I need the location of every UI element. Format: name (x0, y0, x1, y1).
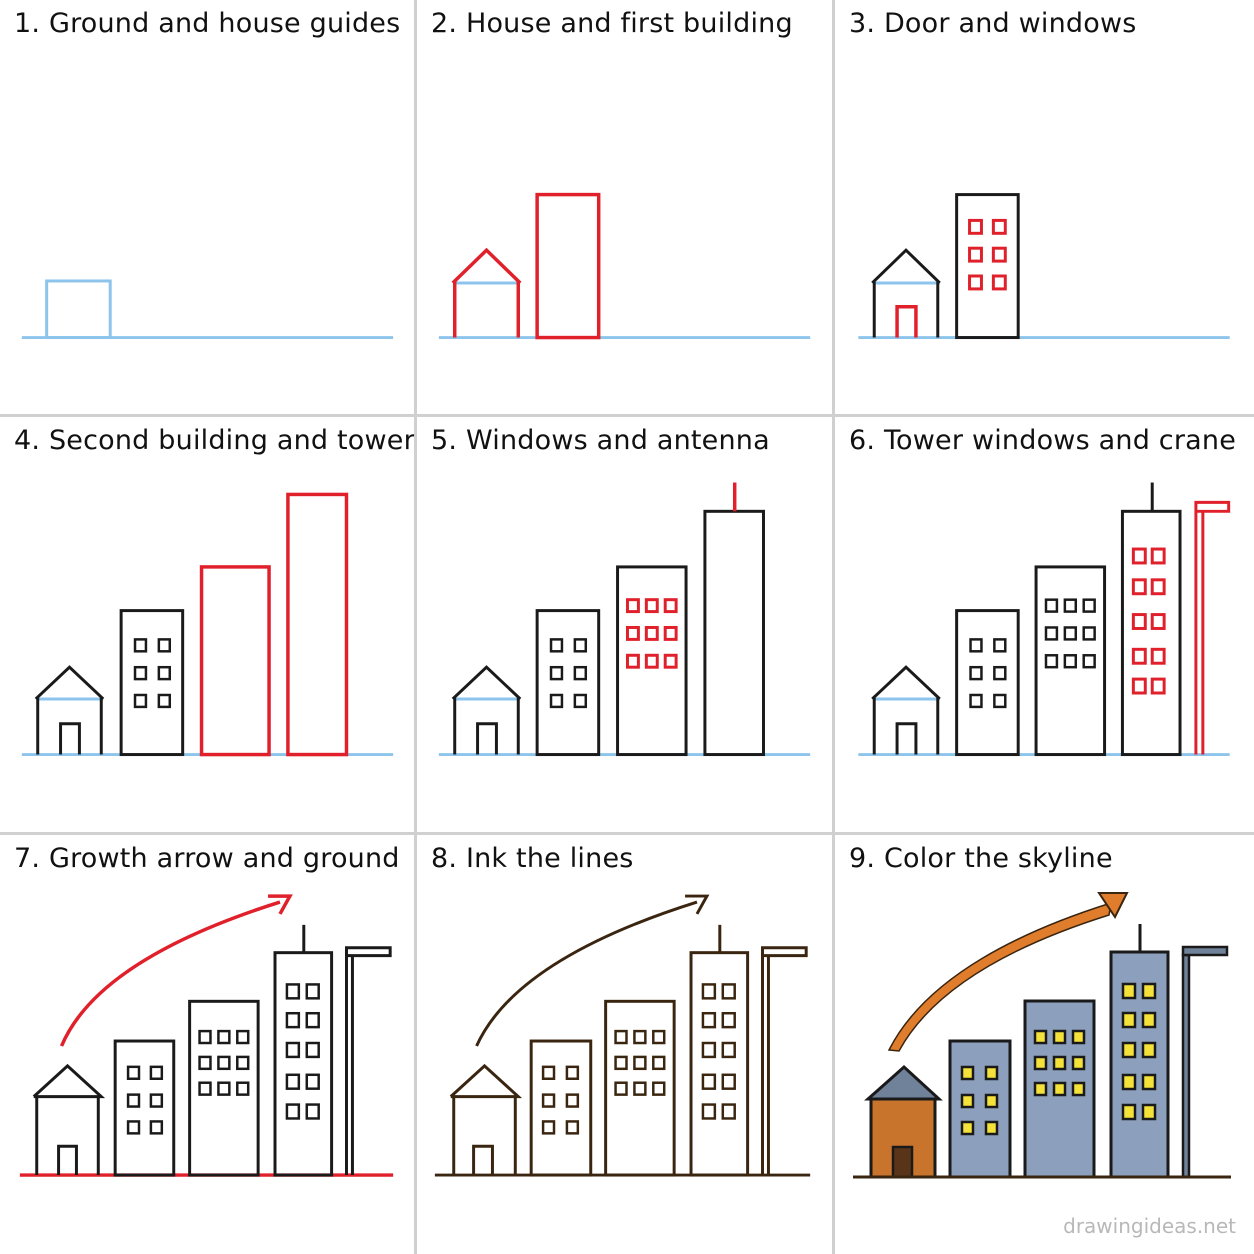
step-panel-9: 9. Color the skyline (835, 835, 1254, 1254)
second-building (616, 565, 688, 757)
house-door (895, 722, 918, 755)
step-title: 8. Ink the lines (431, 843, 634, 874)
step-panel-6: 6. Tower windows and crane (835, 417, 1254, 835)
second-building-windows (1033, 1029, 1086, 1097)
tower-windows (701, 983, 736, 1120)
tower-windows (1121, 982, 1157, 1121)
step-title: 3. Door and windows (849, 8, 1137, 39)
step-6-drawing (858, 482, 1231, 757)
arrow-head (268, 894, 293, 915)
step-9-drawing (853, 892, 1231, 1179)
step-panel-3: 3. Door and windows (835, 0, 1254, 417)
step-3-drawing (858, 193, 1230, 340)
first-building (119, 609, 185, 757)
house-door (472, 1144, 494, 1176)
house-door (59, 722, 81, 755)
tower (689, 951, 750, 1177)
step-4-drawing (21, 492, 394, 757)
step-panel-8: 8. Ink the lines (417, 835, 835, 1254)
second-building (604, 999, 676, 1177)
house-roof (864, 1064, 943, 1101)
step-panel-5: 5. Windows and antenna (417, 417, 835, 835)
building-windows (969, 638, 1007, 709)
step-title: 7. Growth arrow and ground (14, 843, 400, 874)
crane (761, 946, 808, 1176)
step-2-drawing (438, 192, 811, 340)
house-outline (449, 1063, 523, 1176)
crane-arm (1181, 945, 1229, 957)
tower (273, 951, 334, 1177)
step-panel-4: 4. Second building and tower (0, 417, 417, 835)
house-door (891, 1145, 914, 1179)
building-windows (960, 1065, 999, 1136)
first-building (529, 1039, 593, 1177)
step-7-drawing (19, 894, 394, 1177)
second-building-windows (625, 598, 678, 669)
house-outline (34, 665, 105, 755)
first-building (955, 193, 1020, 340)
house-outline (451, 247, 522, 338)
house-outline (451, 665, 522, 755)
step-1-drawing (21, 279, 394, 340)
second-building (199, 565, 271, 757)
house-door (476, 722, 498, 755)
second-building-windows (198, 1029, 250, 1096)
first-building (535, 192, 601, 340)
tower-windows (285, 983, 320, 1120)
first-building (113, 1039, 176, 1177)
building-windows (549, 638, 588, 709)
crane (345, 946, 392, 1176)
house-door (57, 1144, 78, 1176)
second-building-windows (614, 1029, 666, 1096)
growth-arrow (887, 901, 1112, 1052)
house-outline (871, 665, 941, 755)
step-8-drawing (434, 894, 811, 1177)
step-panel-7: 7. Growth arrow and ground (0, 835, 417, 1254)
house-guide (45, 279, 112, 340)
step-title: 6. Tower windows and crane (849, 425, 1237, 456)
growth-arrow (59, 900, 281, 1047)
step-title: 5. Windows and antenna (431, 425, 770, 456)
step-title: 2. House and first building (431, 8, 793, 39)
house-door (895, 305, 918, 338)
first-building (955, 609, 1020, 757)
second-building (188, 999, 260, 1177)
step-panel-1: 1. Ground and house guides (0, 0, 417, 417)
first-building (535, 609, 601, 757)
tower (1109, 950, 1170, 1179)
building-windows (541, 1065, 580, 1135)
arrow-head (685, 894, 710, 915)
tower-windows (1131, 547, 1166, 695)
house-outline (32, 1063, 106, 1176)
growth-arrow (475, 900, 698, 1047)
watermark: drawingideas.net (1063, 1214, 1236, 1238)
building-windows (126, 1065, 164, 1135)
second-building (1034, 565, 1107, 757)
house-outline (871, 248, 941, 338)
step-panel-2: 2. House and first building (417, 0, 835, 417)
arrow-head (1097, 892, 1129, 919)
tower (703, 509, 765, 757)
building-windows (133, 638, 172, 709)
first-building (948, 1039, 1012, 1179)
tower (286, 492, 349, 757)
second-building-windows (1044, 598, 1096, 669)
crane (1194, 500, 1231, 755)
crane (1181, 953, 1191, 1179)
step-5-drawing (438, 482, 811, 757)
building-windows (968, 218, 1007, 291)
step-title: 9. Color the skyline (849, 843, 1113, 874)
step-title: 4. Second building and tower (14, 425, 415, 456)
step-title: 1. Ground and house guides (14, 8, 401, 39)
